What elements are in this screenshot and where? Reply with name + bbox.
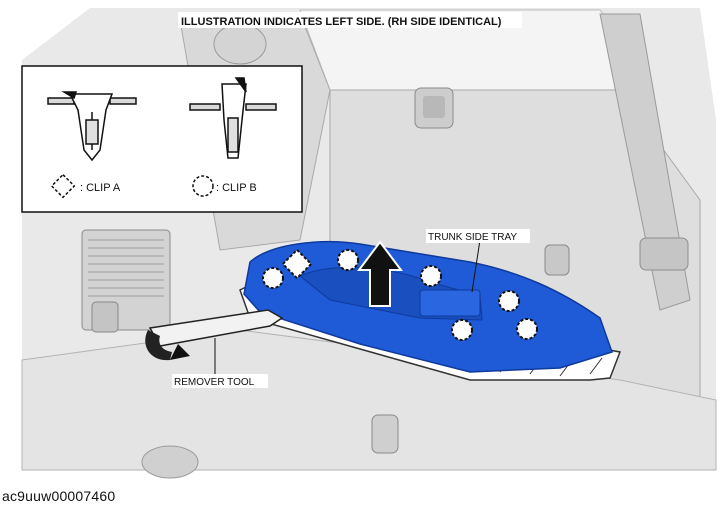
clip-a-symbol-icon [50,173,76,199]
trunk-side-tray [239,240,622,381]
removal-direction-arrow-icon [357,240,403,307]
clip-a-label: : CLIP A [80,182,121,194]
remover-tool-label: REMOVER TOOL [174,377,255,388]
clip-b-markers [262,249,538,341]
trunk-side-tray-label: TRUNK SIDE TRAY [428,232,517,243]
clip-a-marker [281,248,313,280]
clip-legend-box: : CLIP A : CLIP B [21,65,303,213]
remover-tool [145,309,284,361]
clip-b-symbol-icon [192,175,214,197]
diagram-title: ILLUSTRATION INDICATES LEFT SIDE. (RH SI… [181,16,502,28]
figure-id: ac9uuw00007460 [2,488,116,504]
clip-a-illustration [47,91,137,162]
clip-b-label: : CLIP B [216,182,257,194]
trunk-side-tray-leader [471,239,481,293]
clip-b-illustration [189,77,277,159]
